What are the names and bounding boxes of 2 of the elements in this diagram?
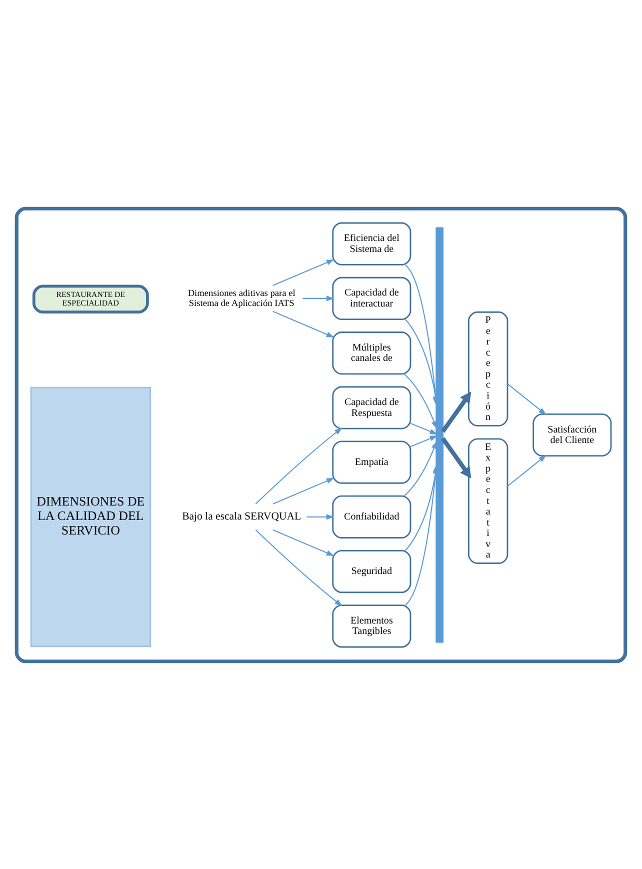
node-text: Dimensiones aditivas para el Sistema de Aplicación IATS [188,288,296,308]
node-text: Bajo la escala SERVQUAL [182,510,302,522]
